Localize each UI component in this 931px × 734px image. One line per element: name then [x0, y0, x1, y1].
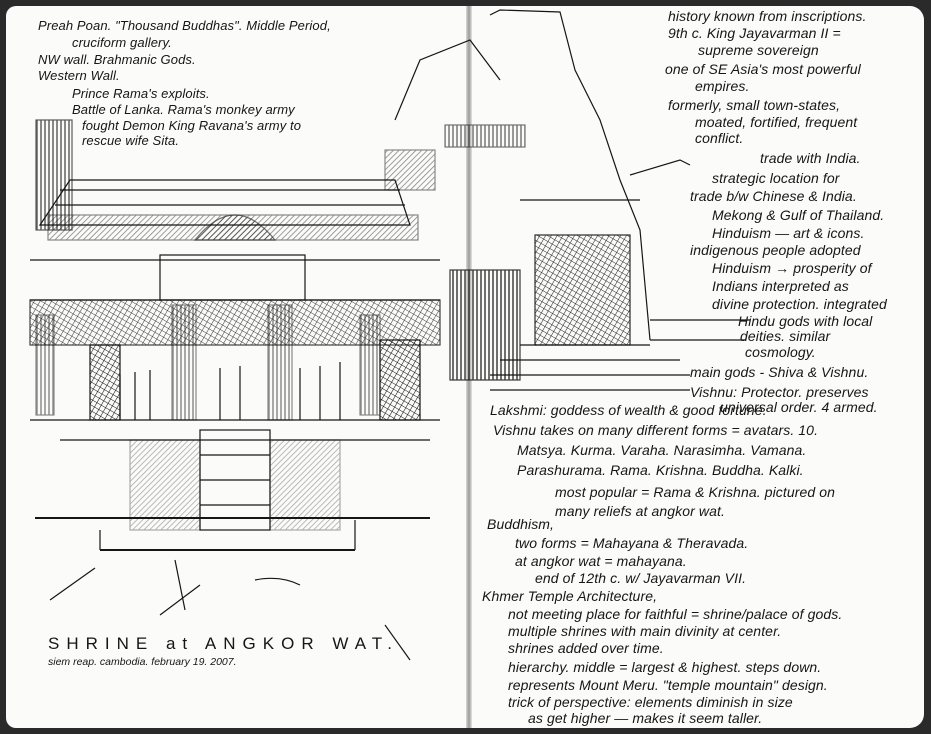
note-line: Vishnu takes on many different forms = a… [493, 422, 819, 438]
note-line: NW wall. Brahmanic Gods. [38, 52, 196, 67]
note-line: Indians interpreted as [712, 278, 849, 294]
note-line: 9th c. King Jayavarman II = [668, 25, 841, 41]
note-line: Prince Rama's exploits. [72, 86, 210, 101]
note-line: not meeting place for faithful = shrine/… [508, 606, 843, 622]
sketch-doorway [534, 234, 631, 346]
note-line: Hinduism — art & icons. [712, 225, 865, 241]
note-line: most popular = Rama & Krishna. pictured … [555, 484, 836, 500]
sketch-left-tower [35, 119, 73, 231]
note-line: divine protection. integrated [712, 296, 887, 312]
note-line: cosmology. [745, 344, 816, 360]
sketch-tower-outline [489, 9, 651, 341]
sketch-caption-title: SHRINE at ANGKOR WAT. [48, 634, 400, 653]
note-line: hierarchy. middle = largest & highest. s… [508, 659, 822, 675]
note-line: trade with India. [760, 150, 861, 166]
note-line: end of 12th c. w/ Jayavarman VII. [535, 570, 747, 586]
right-sketch [384, 9, 750, 391]
note-line: shrines added over time. [508, 640, 664, 656]
note-line: Vishnu: Protector. preserves [690, 384, 869, 400]
sketch-column [171, 304, 197, 421]
note-line: universal order. 4 armed. [720, 399, 878, 415]
sketch-column [267, 304, 293, 421]
note-line: many reliefs at angkor wat. [555, 503, 725, 519]
note-line: fought Demon King Ravana's army to [82, 118, 302, 133]
note-line: Buddhism, [487, 516, 555, 532]
note-line: deities. similar [740, 328, 831, 344]
note-line: empires. [695, 78, 750, 94]
note-line: Khmer Temple Architecture, [482, 588, 658, 604]
note-line: Battle of Lanka. Rama's monkey army [72, 102, 295, 117]
note-line: Mekong & Gulf of Thailand. [712, 207, 885, 223]
note-line: multiple shrines with main divinity at c… [508, 623, 782, 639]
note-line: Hindu gods with local [738, 313, 873, 329]
note-line: main gods - Shiva & Vishnu. [690, 364, 869, 380]
note-line: Parashurama. Rama. Krishna. Buddha. Kalk… [517, 462, 804, 478]
note-line: formerly, small town-states, [668, 97, 841, 113]
note-line: represents Mount Meru. "temple mountain"… [508, 677, 828, 693]
note-line: strategic location for [712, 170, 840, 186]
left-sketch [29, 119, 441, 661]
sketch-doorway [449, 269, 521, 381]
note-line: Preah Poan. "Thousand Buddhas". Middle P… [38, 18, 331, 33]
note-line: conflict. [695, 130, 744, 146]
note-line: indigenous people adopted [690, 242, 861, 258]
note-line: two forms = Mahayana & Theravada. [515, 535, 749, 551]
note-line: rescue wife Sita. [82, 133, 180, 148]
note-line: Western Wall. [38, 68, 120, 83]
note-line: trade b/w Chinese & India. [690, 188, 857, 204]
note-line: cruciform gallery. [72, 35, 172, 50]
note-line: as get higher — makes it seem taller. [528, 710, 763, 726]
note-line: Lakshmi: goddess of wealth & good fortun… [490, 402, 767, 418]
note-line: moated, fortified, frequent [695, 114, 858, 130]
note-line: history known from inscriptions. [668, 8, 867, 24]
note-line: supreme sovereign [698, 42, 819, 58]
sketch-caption-subtitle: siem reap. cambodia. february 19. 2007. [48, 656, 237, 668]
right-sketchbook-page [470, 6, 924, 728]
note-line: one of SE Asia's most powerful [665, 61, 861, 77]
note-line: at angkor wat = mahayana. [515, 553, 687, 569]
note-line: Hinduism → prosperity of [712, 260, 872, 276]
note-line: Matsya. Kurma. Varaha. Narasimha. Vamana… [517, 442, 807, 458]
note-line: trick of perspective: elements diminish … [508, 694, 793, 710]
